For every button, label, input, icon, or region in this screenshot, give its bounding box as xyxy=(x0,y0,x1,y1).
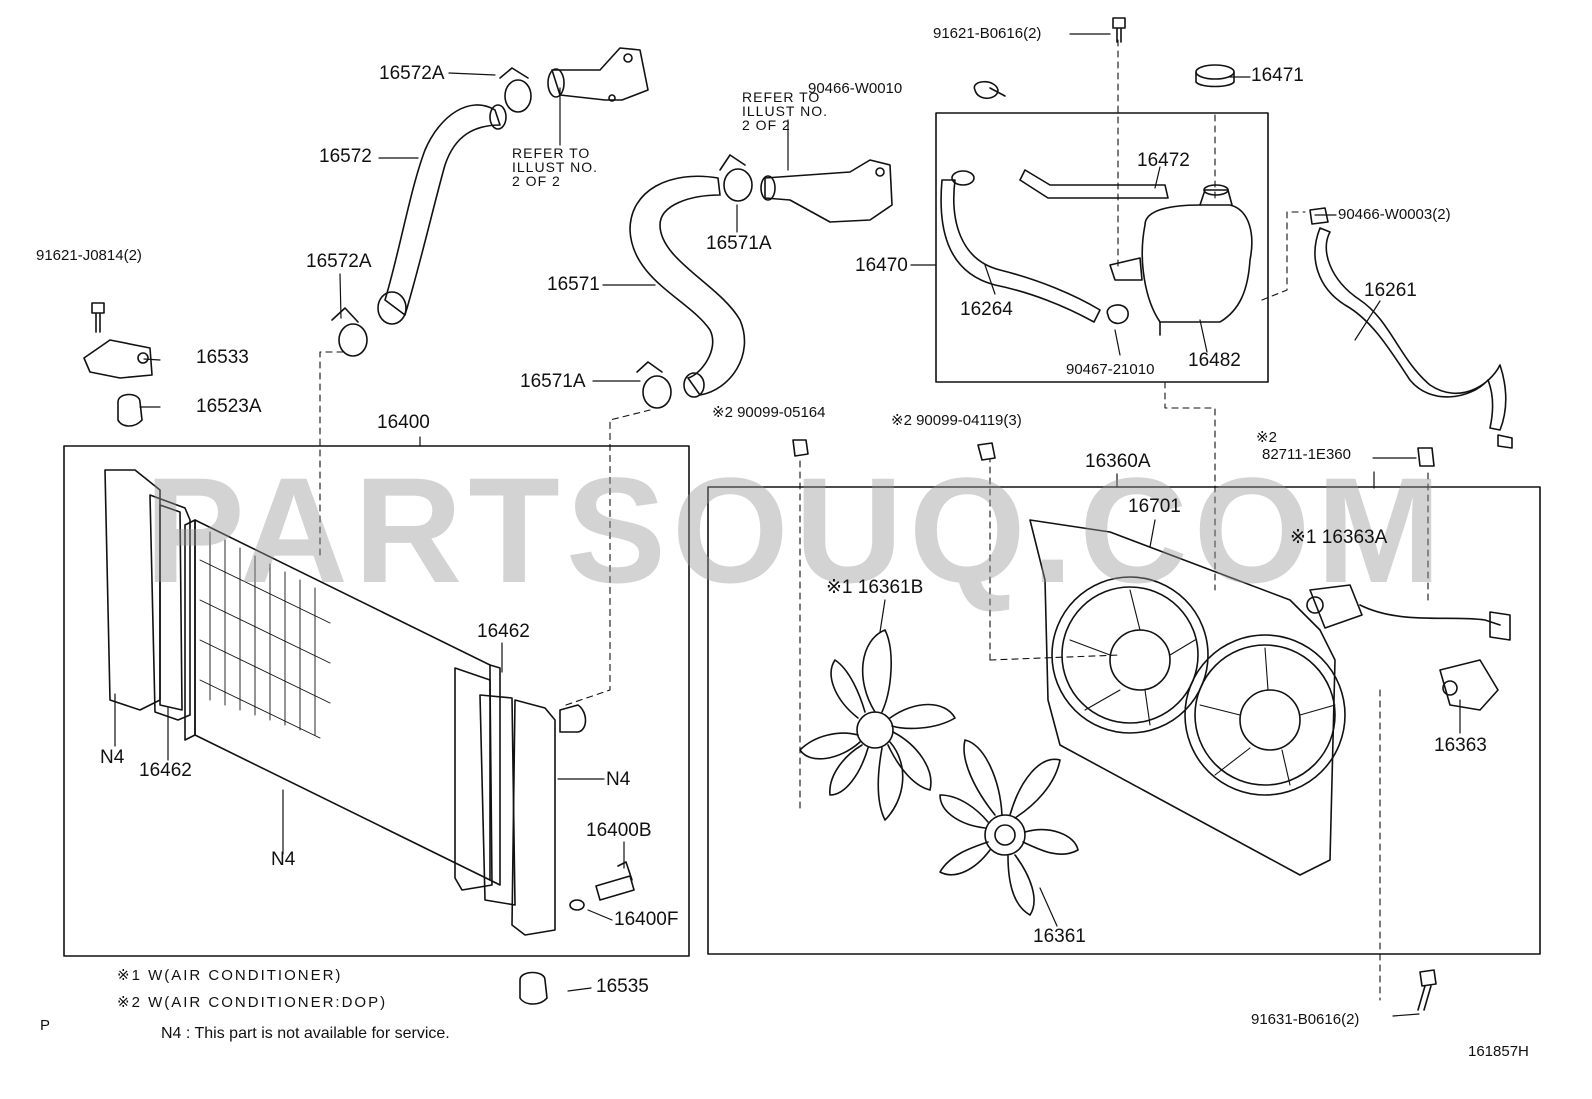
radiator-core-16400 xyxy=(194,519,491,881)
label-90467-21010[interactable]: 90467-21010 xyxy=(1066,361,1155,378)
clamp-16571A-low xyxy=(636,361,672,409)
label-90099-04119[interactable]: ※2 90099-04119(3) xyxy=(891,412,1022,429)
clamp-16572A-top xyxy=(499,67,532,113)
label-16363A[interactable]: ※1 16363A xyxy=(1290,527,1388,548)
label-90099-05164[interactable]: ※2 90099-05164 xyxy=(712,404,826,421)
label-16472[interactable]: 16472 xyxy=(1137,150,1190,171)
note-air-conditioner-dop: ※2 W(AIR CONDITIONER:DOP) xyxy=(117,994,388,1011)
hose-16472 xyxy=(1019,169,1169,199)
label-16571A-low[interactable]: 16571A xyxy=(520,371,586,392)
upper-hose-16572 xyxy=(384,104,501,316)
label-16482[interactable]: 16482 xyxy=(1188,350,1241,371)
label-90466-W0003[interactable]: 90466-W0003(2) xyxy=(1338,206,1451,223)
label-16361[interactable]: 16361 xyxy=(1033,926,1086,947)
label-N4-bottom: N4 xyxy=(271,849,296,870)
lower-hose-16571 xyxy=(629,175,746,396)
label-16261[interactable]: 16261 xyxy=(1364,280,1417,301)
radiator-group-frame xyxy=(63,445,690,957)
label-16572[interactable]: 16572 xyxy=(319,146,372,167)
bolt-90099-04119 xyxy=(977,442,996,461)
bracket-16533 xyxy=(83,339,153,379)
bolt-91621-B0616 xyxy=(1112,17,1126,43)
label-16462-left[interactable]: 16462 xyxy=(139,760,192,781)
seal-16462-left xyxy=(149,494,191,721)
clamp-90466-W0003 xyxy=(1309,207,1329,225)
bolt-91631-B0616 xyxy=(1417,969,1437,1011)
label-16400F[interactable]: 16400F xyxy=(614,909,679,930)
label-91621-B0616[interactable]: 91621-B0616(2) xyxy=(933,25,1042,42)
label-N4-left: N4 xyxy=(100,747,125,768)
bolt-91621-J0814 xyxy=(91,302,105,333)
label-16264[interactable]: 16264 xyxy=(960,299,1013,320)
label-16462-right[interactable]: 16462 xyxy=(477,621,530,642)
fan-shroud-16701 xyxy=(1029,519,1336,876)
radiator-right-tank xyxy=(511,699,556,936)
hose-16264 xyxy=(940,179,1101,323)
radiator-outlet-pipe xyxy=(559,704,587,733)
water-inlet xyxy=(764,159,893,223)
clamp-90466-W0010 xyxy=(973,80,1006,100)
label-16571A-top[interactable]: 16571A xyxy=(706,233,772,254)
label-16572A-mid[interactable]: 16572A xyxy=(306,251,372,272)
clamp-16572A-mid xyxy=(331,307,368,357)
note-not-available: N4 : This part is not available for serv… xyxy=(161,1025,450,1042)
fan-16361 xyxy=(939,739,1079,916)
nut-90099-05164 xyxy=(792,439,809,457)
label-82711-1E360[interactable]: 82711-1E360 xyxy=(1262,446,1351,463)
reserve-tank-16470 xyxy=(1141,204,1253,323)
label-16571[interactable]: 16571 xyxy=(547,274,600,295)
label-91621-J0814[interactable]: 91621-J0814(2) xyxy=(36,247,142,264)
label-16400[interactable]: 16400 xyxy=(377,412,430,433)
label-82711-mark: ※2 xyxy=(1256,429,1277,446)
label-16400B[interactable]: 16400B xyxy=(586,820,652,841)
label-90466-W0010[interactable]: 90466-W0010 xyxy=(808,80,903,97)
fan-shroud-group-frame xyxy=(707,486,1541,955)
clamp-16571A-top xyxy=(719,154,753,202)
water-outlet-upper xyxy=(551,47,649,101)
reserve-tank-group-frame xyxy=(935,112,1269,383)
label-16470[interactable]: 16470 xyxy=(855,255,908,276)
label-16572A-top[interactable]: 16572A xyxy=(379,63,445,84)
label-16701[interactable]: 16701 xyxy=(1128,496,1181,517)
hose-16261 xyxy=(1314,227,1507,431)
fan-shroud-ring-right xyxy=(1184,634,1346,796)
cushion-16535 xyxy=(519,971,548,1005)
tank-cap-16471 xyxy=(1195,64,1235,80)
label-16363[interactable]: 16363 xyxy=(1434,735,1487,756)
drain-cock-16400B xyxy=(595,861,635,901)
o-ring-16400F xyxy=(569,899,585,911)
label-N4-right: N4 xyxy=(606,769,631,790)
fan-16361B xyxy=(799,629,956,821)
fan-shroud-ring-left xyxy=(1051,576,1209,734)
note-air-conditioner: ※1 W(AIR CONDITIONER) xyxy=(117,967,343,984)
page-code: P xyxy=(40,1017,51,1034)
diagram-id: 161857H xyxy=(1468,1043,1529,1060)
seal-16462-right xyxy=(454,667,493,891)
label-16533[interactable]: 16533 xyxy=(196,347,249,368)
fan-motor-16363A xyxy=(1306,584,1511,641)
label-16471[interactable]: 16471 xyxy=(1251,65,1304,86)
label-16361B[interactable]: ※1 16361B xyxy=(826,577,924,598)
cushion-16523A xyxy=(117,393,143,427)
label-91631-B0616[interactable]: 91631-B0616(2) xyxy=(1251,1011,1360,1028)
clip-82711-1E360 xyxy=(1417,447,1435,467)
clamp-90467-21010 xyxy=(1106,304,1129,325)
label-16535[interactable]: 16535 xyxy=(596,976,649,997)
refer-note-upper: REFER TO ILLUST NO. 2 OF 2 xyxy=(512,145,598,189)
label-16360A[interactable]: 16360A xyxy=(1085,451,1151,472)
fan-motor-16363 xyxy=(1439,659,1499,711)
refer-note-lower: REFER TO ILLUST NO. 2 OF 2 xyxy=(742,89,828,133)
label-16523A[interactable]: 16523A xyxy=(196,396,262,417)
